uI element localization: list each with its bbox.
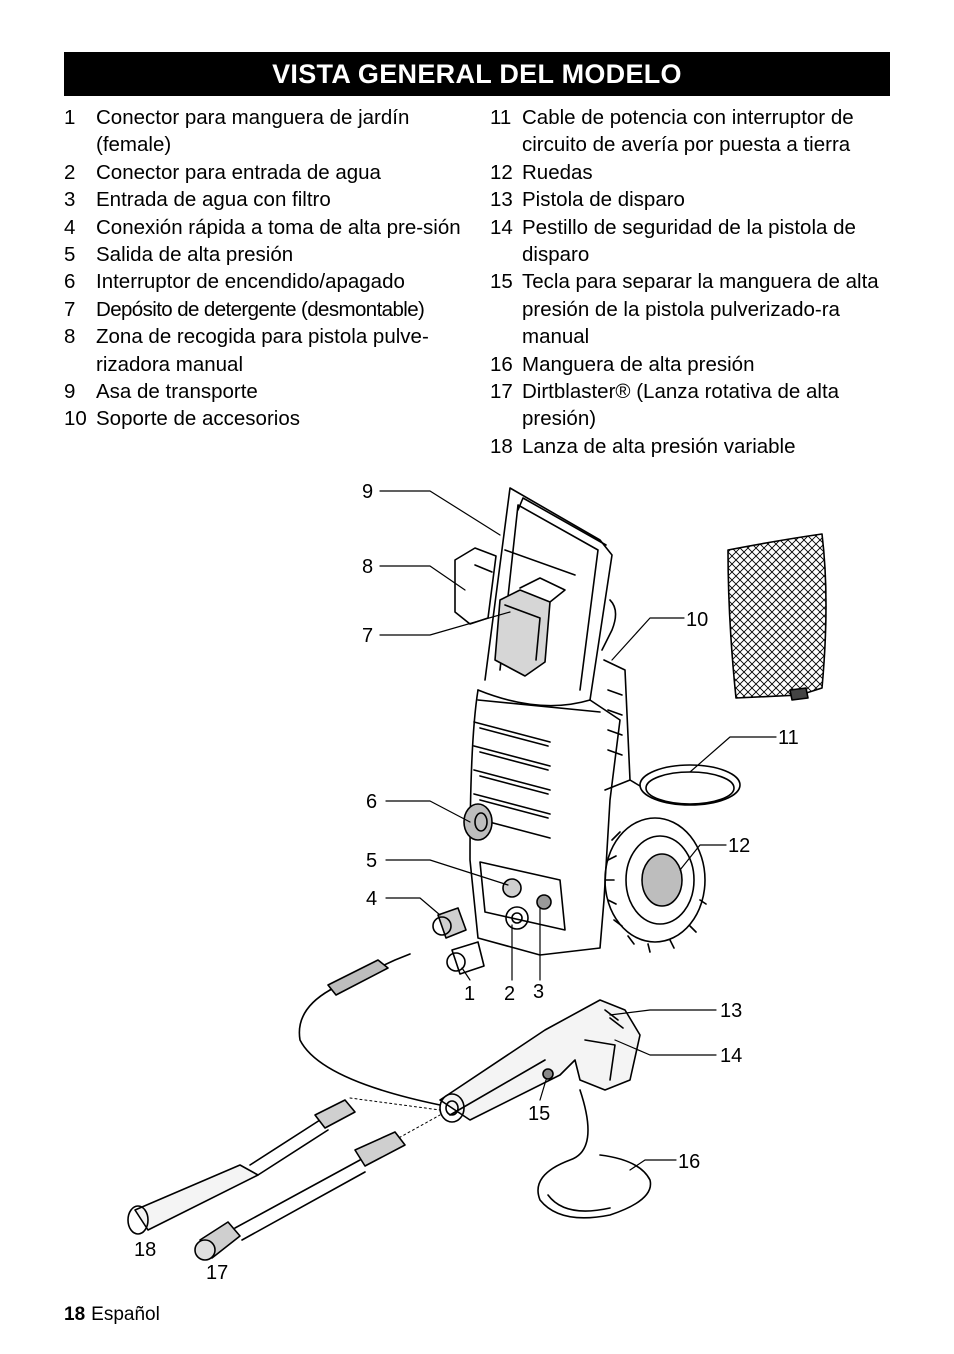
- callout-14: 14: [720, 1045, 742, 1067]
- trigger-gun-drawing: [439, 999, 641, 1123]
- high-pressure-hose-drawing: [298, 953, 652, 1219]
- callout-leader-lines: [379, 490, 777, 1171]
- callout-11: 11: [778, 727, 799, 749]
- assembly-guide-lines: [349, 1097, 441, 1141]
- callout-10: 10: [686, 609, 708, 631]
- callout-1: 1: [464, 983, 475, 1005]
- page-number: 18: [64, 1304, 86, 1325]
- variable-lance-drawing: [127, 1099, 356, 1235]
- carrying-handle-drawing: [484, 487, 613, 701]
- callout-2: 2: [504, 983, 515, 1005]
- callout-5: 5: [366, 850, 377, 872]
- callout-3: 3: [533, 981, 544, 1003]
- section-title-banner: VISTA GENERAL DEL MODELO: [64, 52, 890, 96]
- machine-body-drawing: [469, 599, 631, 956]
- callout-15: 15: [528, 1103, 550, 1125]
- dirtblaster-drawing: [194, 1131, 406, 1261]
- callout-labels: 9 8 7 10 11 6 12 5 4 1 2 3 13 14 15 16 1…: [134, 481, 799, 1284]
- callout-8: 8: [362, 556, 373, 578]
- on-off-switch-drawing: [463, 803, 493, 841]
- section-title: VISTA GENERAL DEL MODELO: [272, 58, 682, 89]
- connectors-drawing: [502, 878, 552, 930]
- callout-7: 7: [362, 625, 373, 647]
- callout-6: 6: [366, 791, 377, 813]
- callout-18: 18: [134, 1239, 156, 1261]
- callout-12: 12: [728, 835, 750, 857]
- callout-16: 16: [678, 1151, 700, 1173]
- quick-connect-drawing: [432, 907, 485, 975]
- power-cable-drawing: [629, 764, 741, 806]
- gun-holder-drawing: [454, 547, 497, 625]
- language-label: Español: [91, 1304, 160, 1325]
- callout-13: 13: [720, 1000, 742, 1022]
- accessory-bag-drawing: [727, 533, 827, 701]
- pressure-washer-diagram: 9 8 7 10 11 6 12 5 4 1 2 3 13 14 15 16 1…: [127, 481, 827, 1284]
- detergent-tank-drawing: [494, 577, 566, 677]
- callout-9: 9: [362, 481, 373, 503]
- callout-4: 4: [366, 888, 377, 910]
- wheel-drawing: [604, 817, 707, 953]
- callout-17: 17: [206, 1262, 228, 1284]
